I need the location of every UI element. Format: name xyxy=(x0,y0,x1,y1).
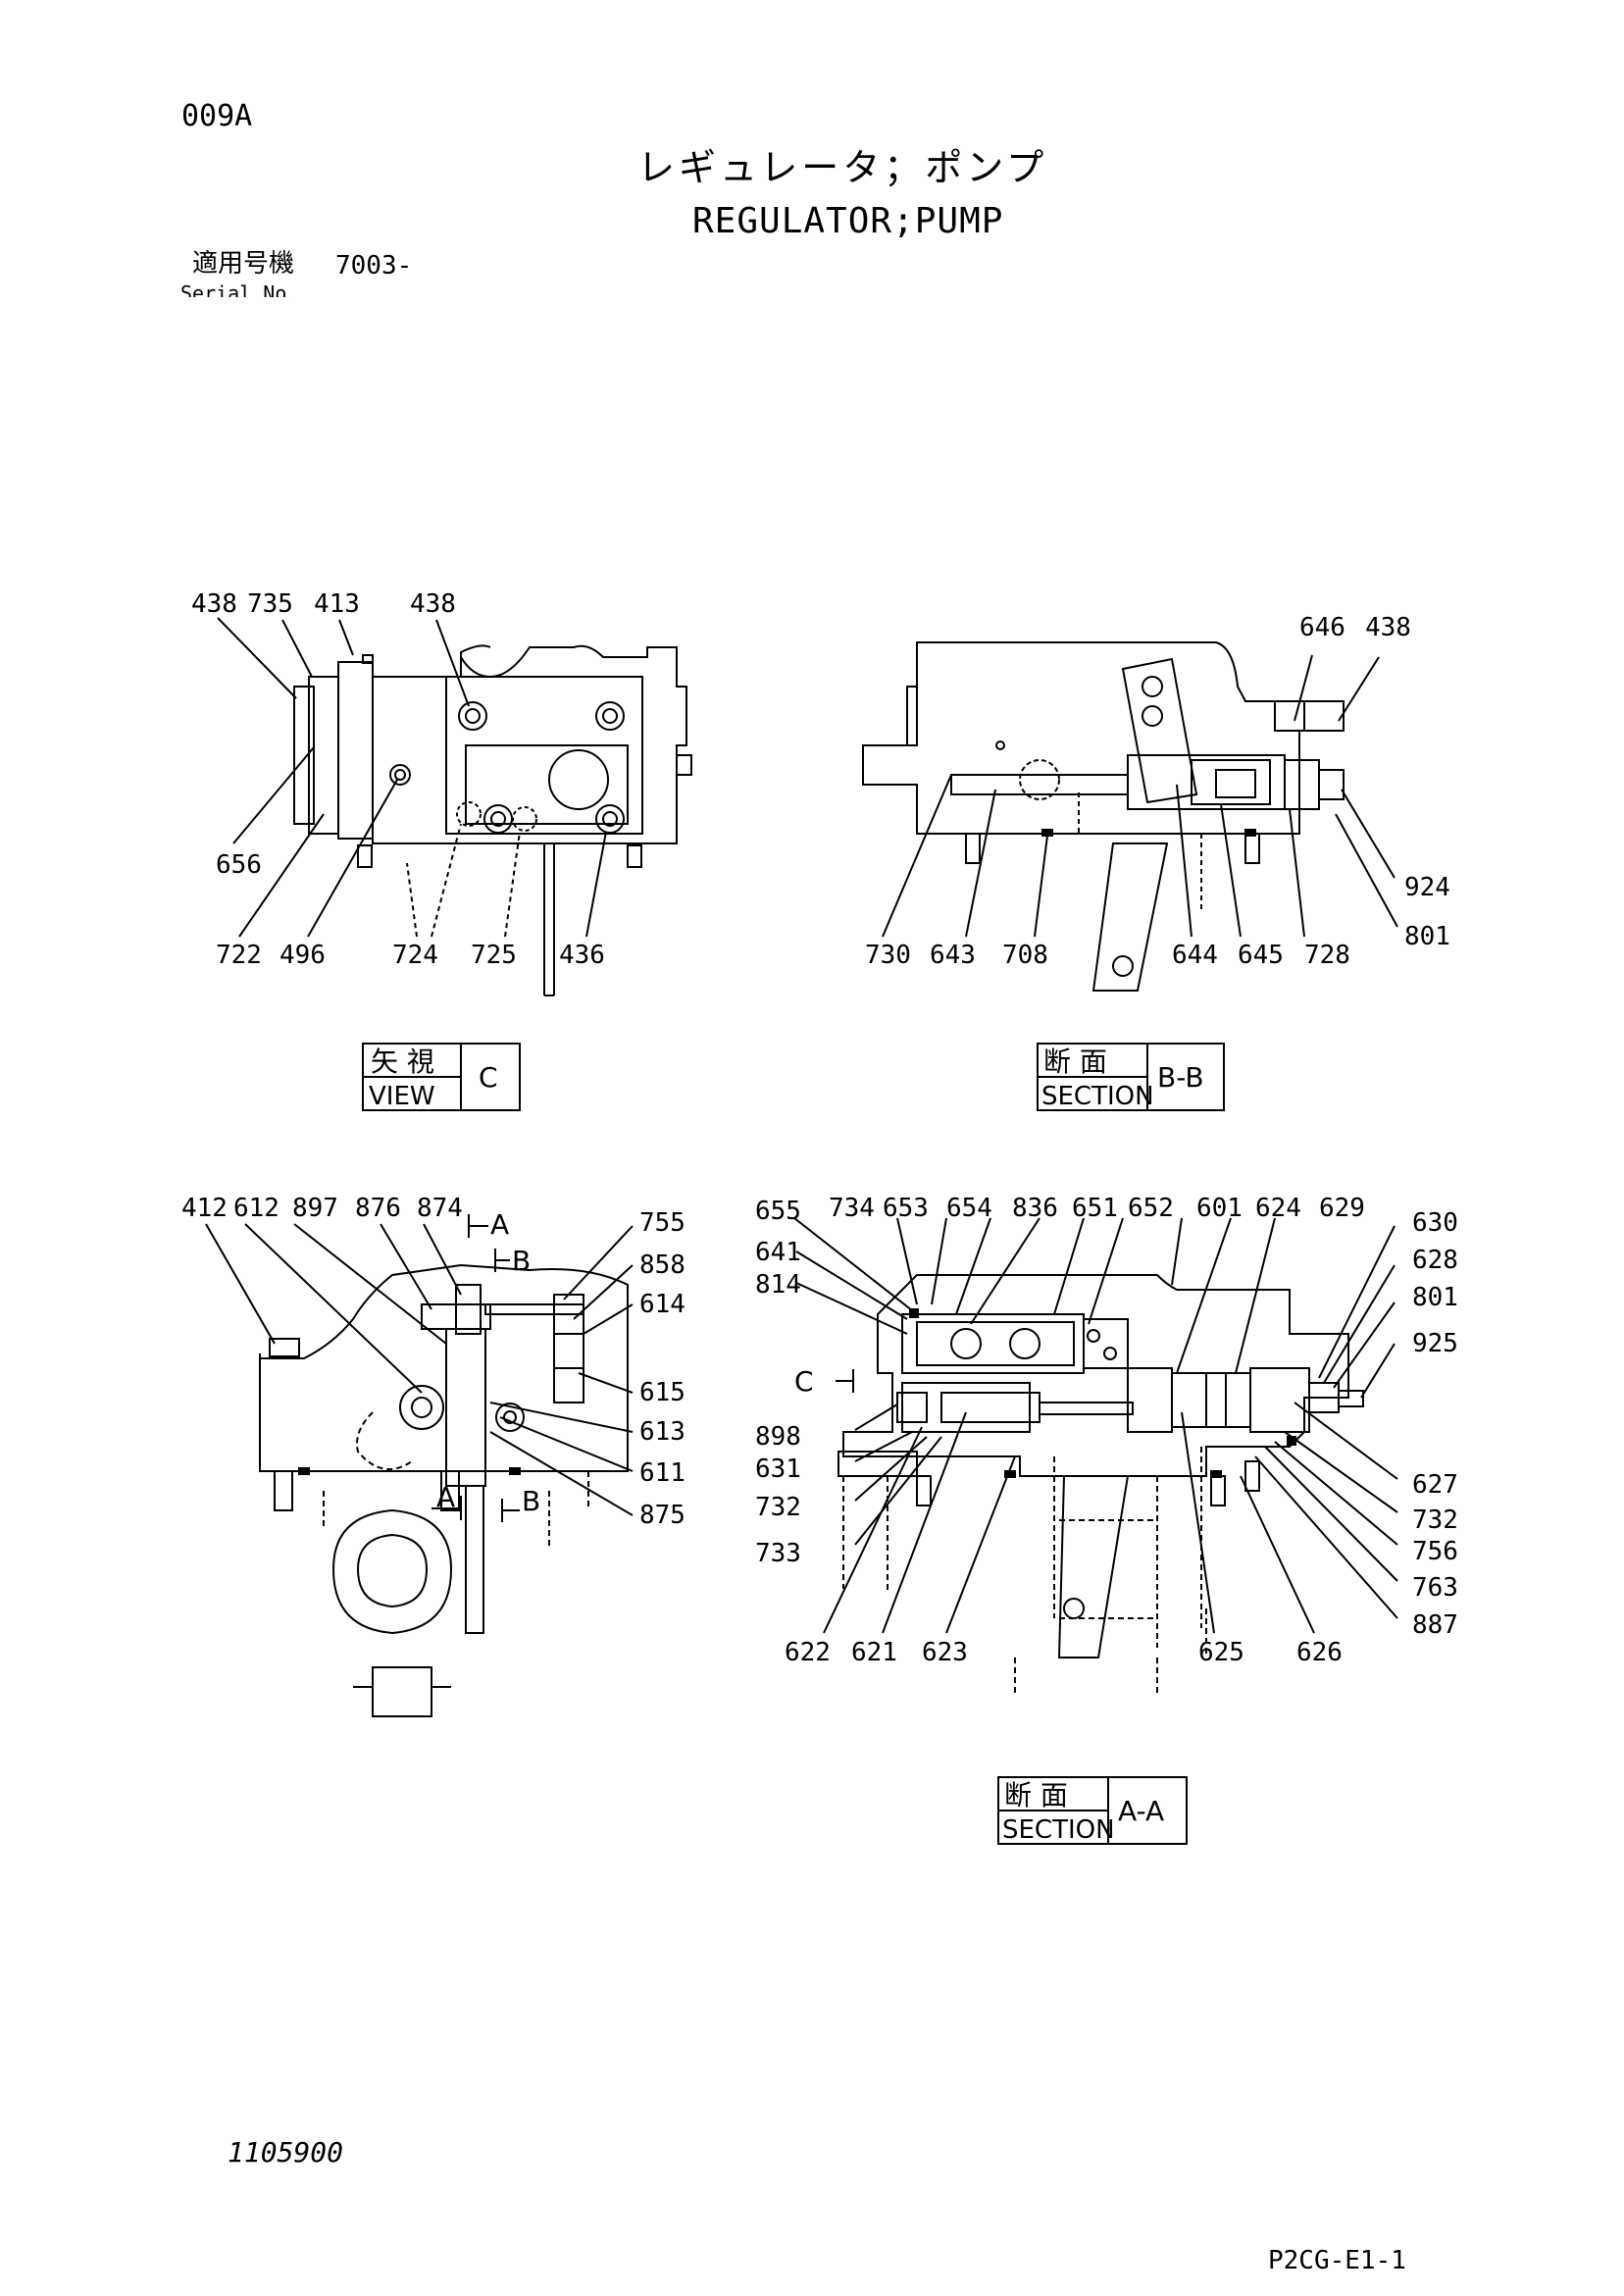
callout: 641 xyxy=(755,1238,801,1267)
callout: 836 xyxy=(1012,1194,1058,1223)
section-bb-drawing xyxy=(862,641,1398,992)
page-code: 009A xyxy=(181,99,253,133)
callout: 612 xyxy=(233,1194,279,1223)
callout: 628 xyxy=(1412,1246,1458,1275)
callout: 763 xyxy=(1412,1573,1458,1603)
view-c-caption-en: VIEW xyxy=(369,1082,435,1111)
callout: 725 xyxy=(471,941,517,970)
section-aa-drawing xyxy=(793,1217,1398,1697)
callout: 631 xyxy=(755,1454,801,1484)
callout: 656 xyxy=(216,850,262,880)
section-bb-caption-en: SECTION xyxy=(1041,1082,1154,1111)
callout: 801 xyxy=(1412,1283,1458,1312)
callout: 438 xyxy=(191,589,237,619)
callout: 653 xyxy=(883,1194,929,1223)
callout: 925 xyxy=(1412,1329,1458,1358)
document-number: 1105900 xyxy=(228,2136,344,2168)
callout: 897 xyxy=(292,1194,338,1223)
callout: 887 xyxy=(1412,1610,1458,1640)
view-c-caption-ja: 矢 視 xyxy=(371,1046,434,1078)
callout: 413 xyxy=(314,589,360,619)
callout: 875 xyxy=(639,1501,685,1530)
side-view-drawing xyxy=(205,1214,634,1717)
side-view-callouts: 412 612 897 876 874 755 858 614 615 613 … xyxy=(181,1194,685,1530)
callout: 724 xyxy=(392,941,438,970)
callout: 858 xyxy=(639,1250,685,1280)
section-marker: B xyxy=(512,1245,531,1277)
callout: 708 xyxy=(1002,941,1048,970)
callout: 624 xyxy=(1255,1194,1301,1223)
section-bb-caption-letter: B-B xyxy=(1157,1061,1204,1094)
callout: 438 xyxy=(1365,613,1411,642)
callout: 614 xyxy=(639,1290,685,1319)
callout: 622 xyxy=(785,1638,831,1667)
section-bb-callouts: 646 438 924 801 730 643 708 644 645 728 xyxy=(865,613,1450,970)
callout: 630 xyxy=(1412,1208,1458,1238)
section-marker: B xyxy=(522,1485,540,1517)
callout: 814 xyxy=(755,1270,801,1300)
callout: 496 xyxy=(279,941,326,970)
section-aa-caption-ja: 断 面 xyxy=(1004,1779,1068,1811)
title-english: REGULATOR;PUMP xyxy=(692,201,1004,241)
section-marker: A xyxy=(490,1208,509,1241)
callout: 623 xyxy=(922,1638,968,1667)
section-aa-callouts: 655 734 653 654 836 651 652 601 624 629 … xyxy=(755,1194,1458,1667)
title-japanese: レギュレータ；ポンプ xyxy=(637,146,1048,189)
callout: 601 xyxy=(1196,1194,1243,1223)
callout: 651 xyxy=(1072,1194,1118,1223)
callout: 876 xyxy=(355,1194,401,1223)
caption-boxes xyxy=(362,1043,1225,1845)
callout: 730 xyxy=(865,941,911,970)
callout: 756 xyxy=(1412,1537,1458,1566)
callout: 611 xyxy=(639,1458,685,1488)
callout: 654 xyxy=(946,1194,992,1223)
callout: 755 xyxy=(639,1208,685,1238)
callout: 625 xyxy=(1198,1638,1244,1667)
callout: 646 xyxy=(1299,613,1345,642)
sheet-code: P2CG-E1-1 xyxy=(1268,2246,1406,2275)
section-aa-caption-letter: A-A xyxy=(1118,1795,1164,1827)
callout: 438 xyxy=(410,589,456,619)
view-c-callouts: 438 735 413 438 656 722 496 724 725 436 xyxy=(191,589,605,970)
callout: 613 xyxy=(639,1417,685,1447)
callout: 733 xyxy=(755,1539,801,1568)
callout: 898 xyxy=(755,1422,801,1452)
callout: 627 xyxy=(1412,1470,1458,1500)
serial-label-english: Serial No. xyxy=(180,283,299,297)
callout: 652 xyxy=(1128,1194,1174,1223)
callout: 629 xyxy=(1319,1194,1365,1223)
callout: 621 xyxy=(851,1638,897,1667)
section-marker: C xyxy=(794,1365,814,1398)
callout: 735 xyxy=(247,589,293,619)
callout: 436 xyxy=(559,941,605,970)
serial-value: 7003- xyxy=(335,251,413,281)
callout: 732 xyxy=(755,1493,801,1522)
callout: 874 xyxy=(417,1194,463,1223)
view-c-drawing xyxy=(217,617,692,996)
callout: 924 xyxy=(1404,873,1450,902)
section-aa-caption-en: SECTION xyxy=(1002,1815,1115,1845)
callout: 643 xyxy=(930,941,976,970)
callout: 615 xyxy=(639,1378,685,1407)
callout: 722 xyxy=(216,941,262,970)
serial-label-japanese: 適用号機 xyxy=(192,249,295,279)
callout: 728 xyxy=(1304,941,1350,970)
callout: 626 xyxy=(1296,1638,1343,1667)
caption-labels: 矢 視 VIEW C 断 面 SECTION B-B 断 面 SECTION A… xyxy=(369,1046,1204,1845)
callout: 655 xyxy=(755,1197,801,1226)
section-bb-caption-ja: 断 面 xyxy=(1043,1046,1107,1078)
callout: 412 xyxy=(181,1194,228,1223)
callout: 732 xyxy=(1412,1505,1458,1535)
callout: 734 xyxy=(829,1194,875,1223)
callout: 801 xyxy=(1404,922,1450,951)
section-marker: A xyxy=(436,1481,455,1513)
callout: 645 xyxy=(1238,941,1284,970)
callout: 644 xyxy=(1172,941,1218,970)
view-c-caption-letter: C xyxy=(479,1061,498,1094)
